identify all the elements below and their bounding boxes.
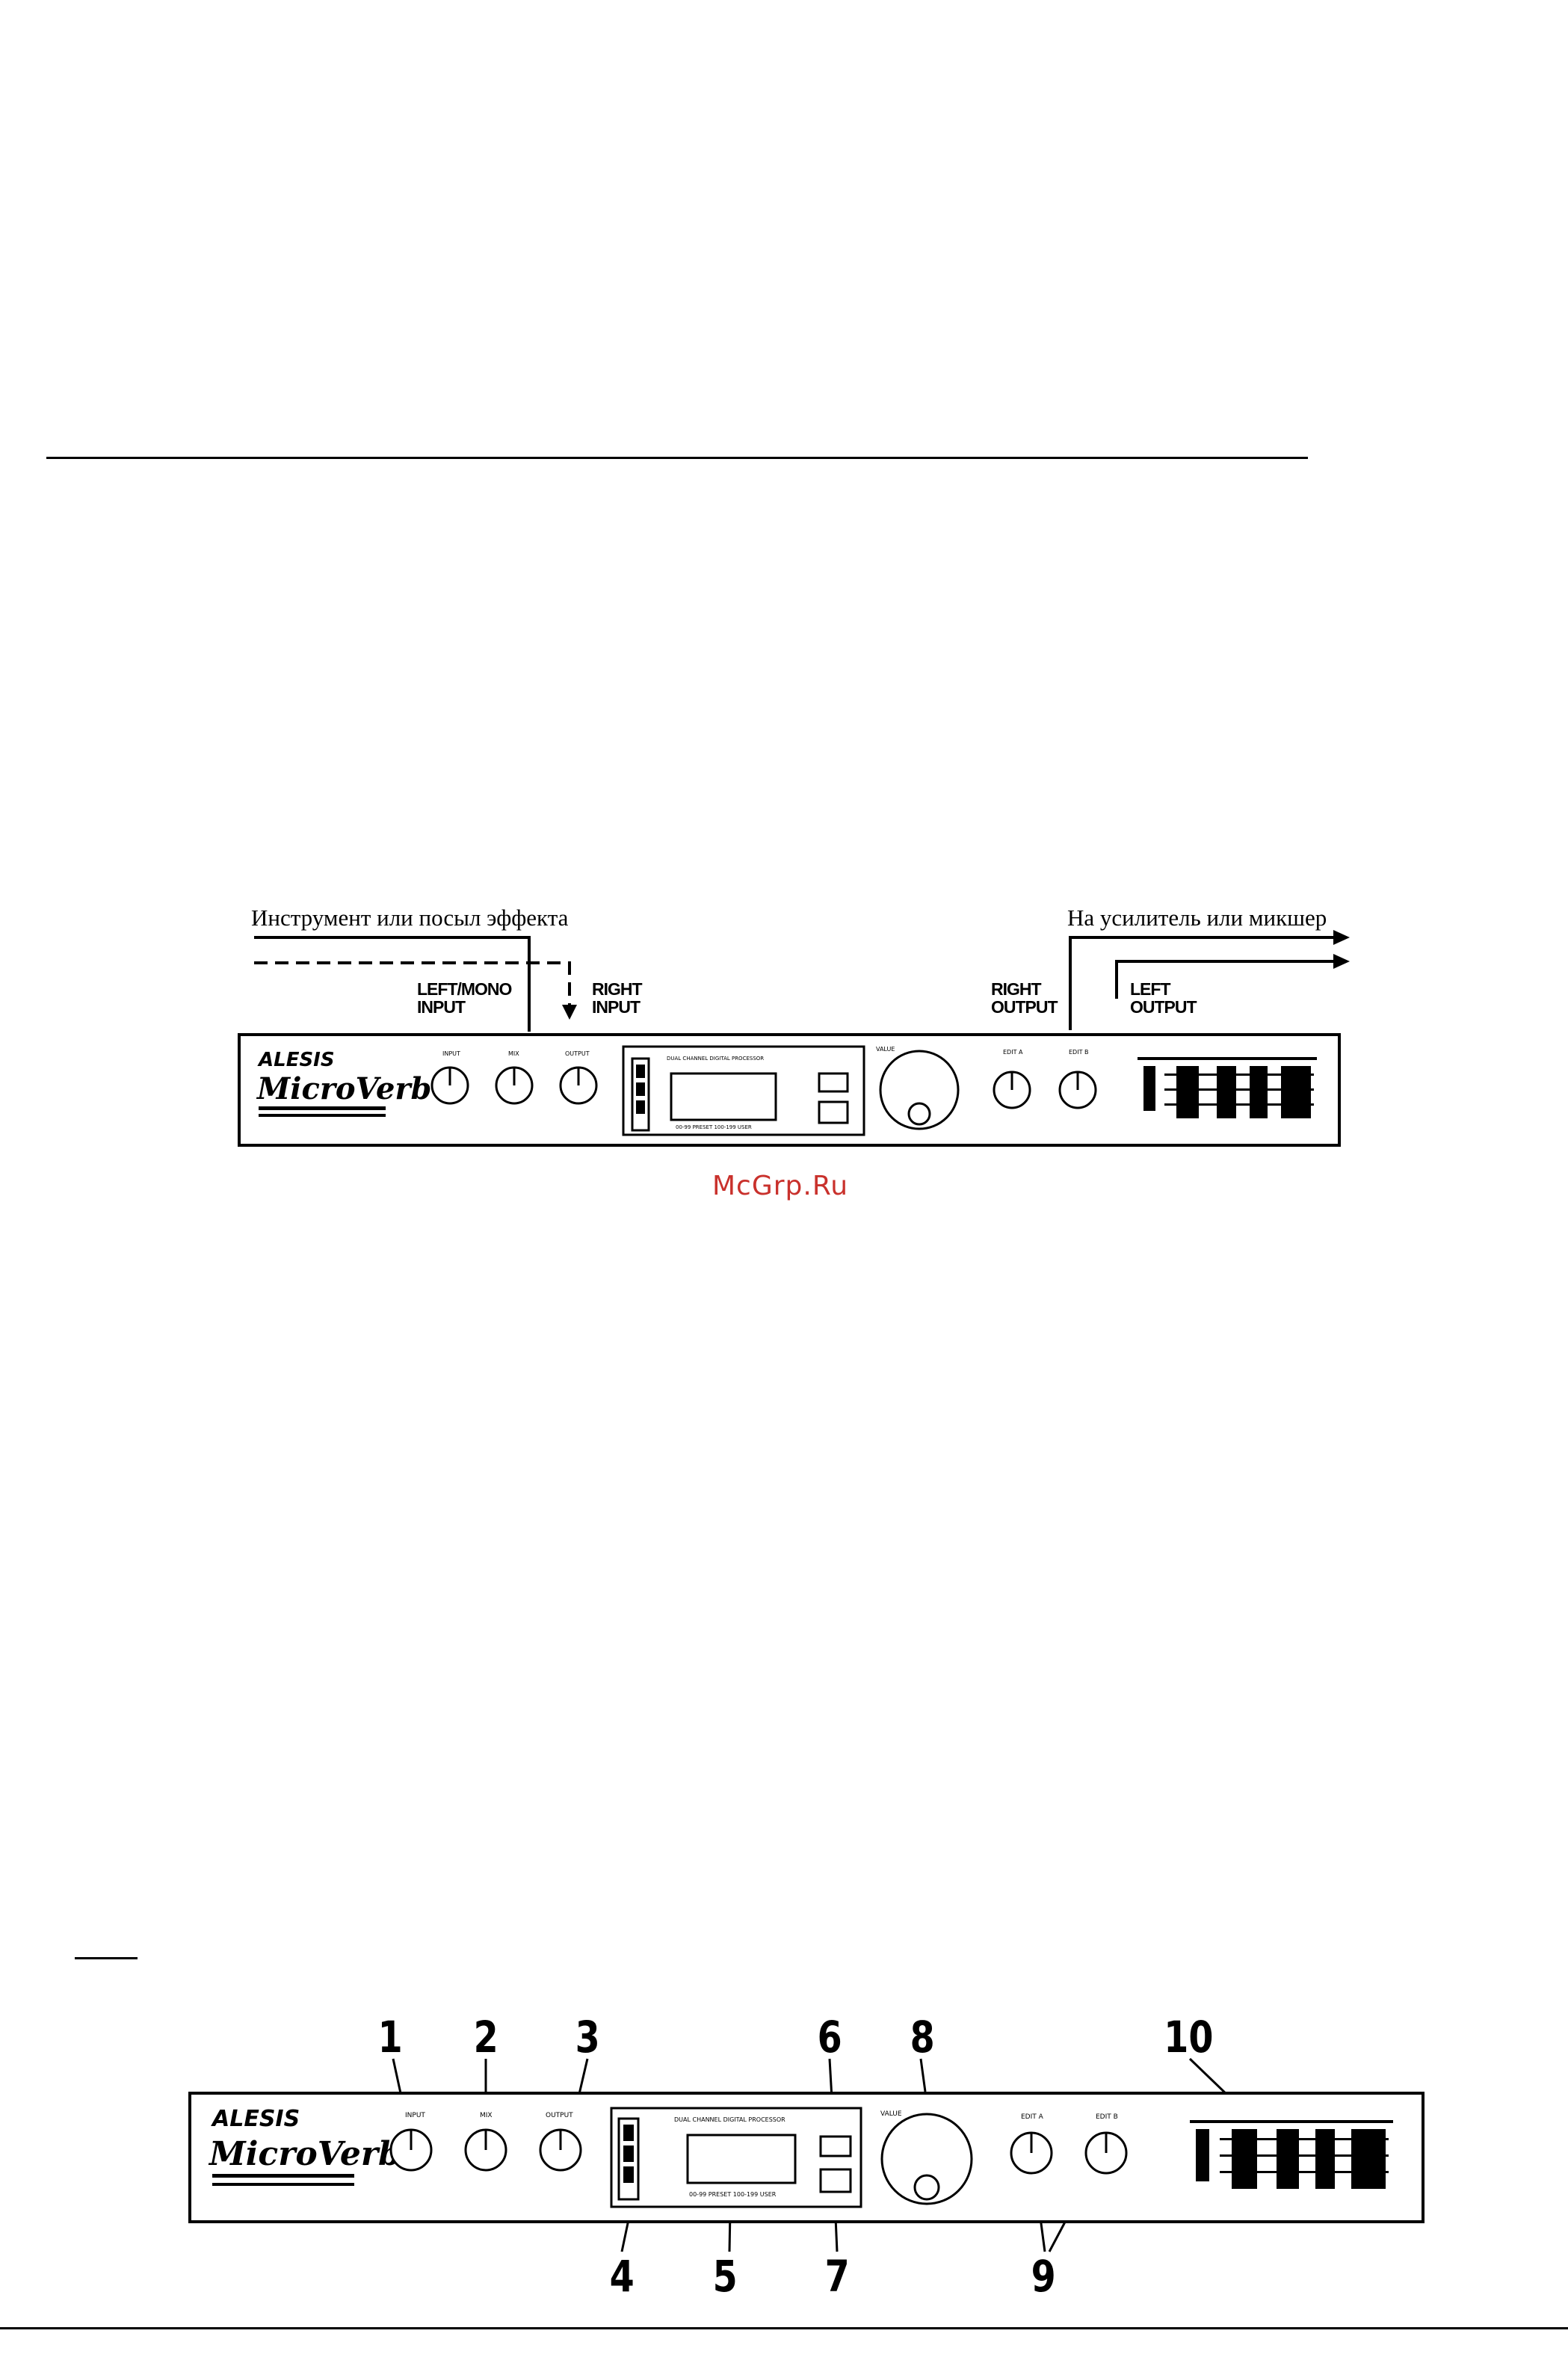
right-output-arrow: [1333, 930, 1350, 945]
callout-8: 8: [910, 2012, 935, 2063]
callout-7: 7: [824, 2251, 850, 2302]
svg-text:DUAL CHANNEL DIGITAL PROCESSOR: DUAL CHANNEL DIGITAL PROCESSOR: [674, 2116, 785, 2123]
caption-destination: На усилитель или микшер: [1067, 905, 1327, 931]
svg-text:00-99 PRESET 100-199 USER: 00-99 PRESET 100-199 USER: [689, 2191, 777, 2198]
right-input-arrow: [562, 1005, 577, 1020]
bottom-rule: [0, 2327, 1568, 2329]
svg-text:00-99 PRESET 100-199 USER: 00-99 PRESET 100-199 USER: [676, 1124, 752, 1130]
left-output-line: [1115, 960, 1335, 999]
brand-logo: ALESIS: [257, 1049, 335, 1071]
svg-text:DUAL CHANNEL DIGITAL PROCESSOR: DUAL CHANNEL DIGITAL PROCESSOR: [667, 1056, 764, 1062]
svg-text:MIX: MIX: [480, 2112, 493, 2119]
left-input-line: [254, 936, 531, 1032]
right-output-line: [1069, 936, 1335, 1030]
label-right-input: RIGHT INPUT: [592, 979, 643, 1017]
callout-3: 3: [575, 2012, 600, 2063]
callout-6: 6: [817, 2012, 842, 2063]
right-input-line: [254, 961, 571, 1006]
signal-lines: [254, 930, 1350, 1032]
caption-source: Инструмент или посыл эффекта: [251, 905, 569, 931]
svg-text:EDIT B: EDIT B: [1069, 1049, 1089, 1056]
output-knob: [559, 1066, 598, 1105]
watermark: McGrp.Ru: [712, 1171, 849, 1201]
device-panel-bottom: ALESIS MicroVerb INPUT MIX OUTPUT DUAL C…: [188, 2092, 1425, 2223]
svg-text:INPUT: INPUT: [405, 2112, 425, 2119]
device-front-panel: ALESIS MicroVerb INPUT MIX OUTPUT: [238, 1033, 1341, 1147]
callout-9: 9: [1031, 2251, 1056, 2302]
label-right-output: RIGHT OUTPUT: [991, 979, 1058, 1017]
brand-logo: ALESIS: [211, 2106, 300, 2132]
callout-4: 4: [609, 2251, 635, 2302]
svg-text:EDIT A: EDIT A: [1003, 1049, 1023, 1056]
svg-text:EDIT A: EDIT A: [1021, 2113, 1044, 2121]
callout-2: 2: [473, 2012, 499, 2063]
svg-text:INPUT: INPUT: [442, 1050, 460, 1057]
callout-10: 10: [1164, 2012, 1214, 2063]
label-left-output: LEFT OUTPUT: [1130, 979, 1197, 1017]
svg-text:OUTPUT: OUTPUT: [546, 2112, 573, 2119]
left-output-arrow: [1333, 954, 1350, 969]
svg-text:VALUE: VALUE: [880, 2110, 902, 2118]
callout-5: 5: [712, 2251, 738, 2302]
svg-text:OUTPUT: OUTPUT: [565, 1050, 590, 1057]
section-rule: [75, 1957, 138, 1959]
label-left-mono-input: LEFT/MONO INPUT: [417, 979, 512, 1017]
svg-text:MIX: MIX: [508, 1050, 519, 1057]
device-front-panel: ALESIS MicroVerb INPUT MIX OUTPUT DUAL C…: [188, 2092, 1425, 2223]
top-rule: [46, 457, 1308, 459]
model-logo: MicroVerb: [256, 1071, 431, 1106]
svg-text:VALUE: VALUE: [876, 1046, 895, 1053]
svg-text:EDIT B: EDIT B: [1096, 2113, 1118, 2121]
input-knob: [430, 1066, 469, 1105]
model-logo: MicroVerb: [208, 2135, 401, 2173]
device-panel-top: ALESIS MicroVerb INPUT MIX OUTPUT: [238, 1033, 1341, 1147]
callout-1: 1: [377, 2012, 403, 2063]
mix-knob: [495, 1066, 534, 1105]
